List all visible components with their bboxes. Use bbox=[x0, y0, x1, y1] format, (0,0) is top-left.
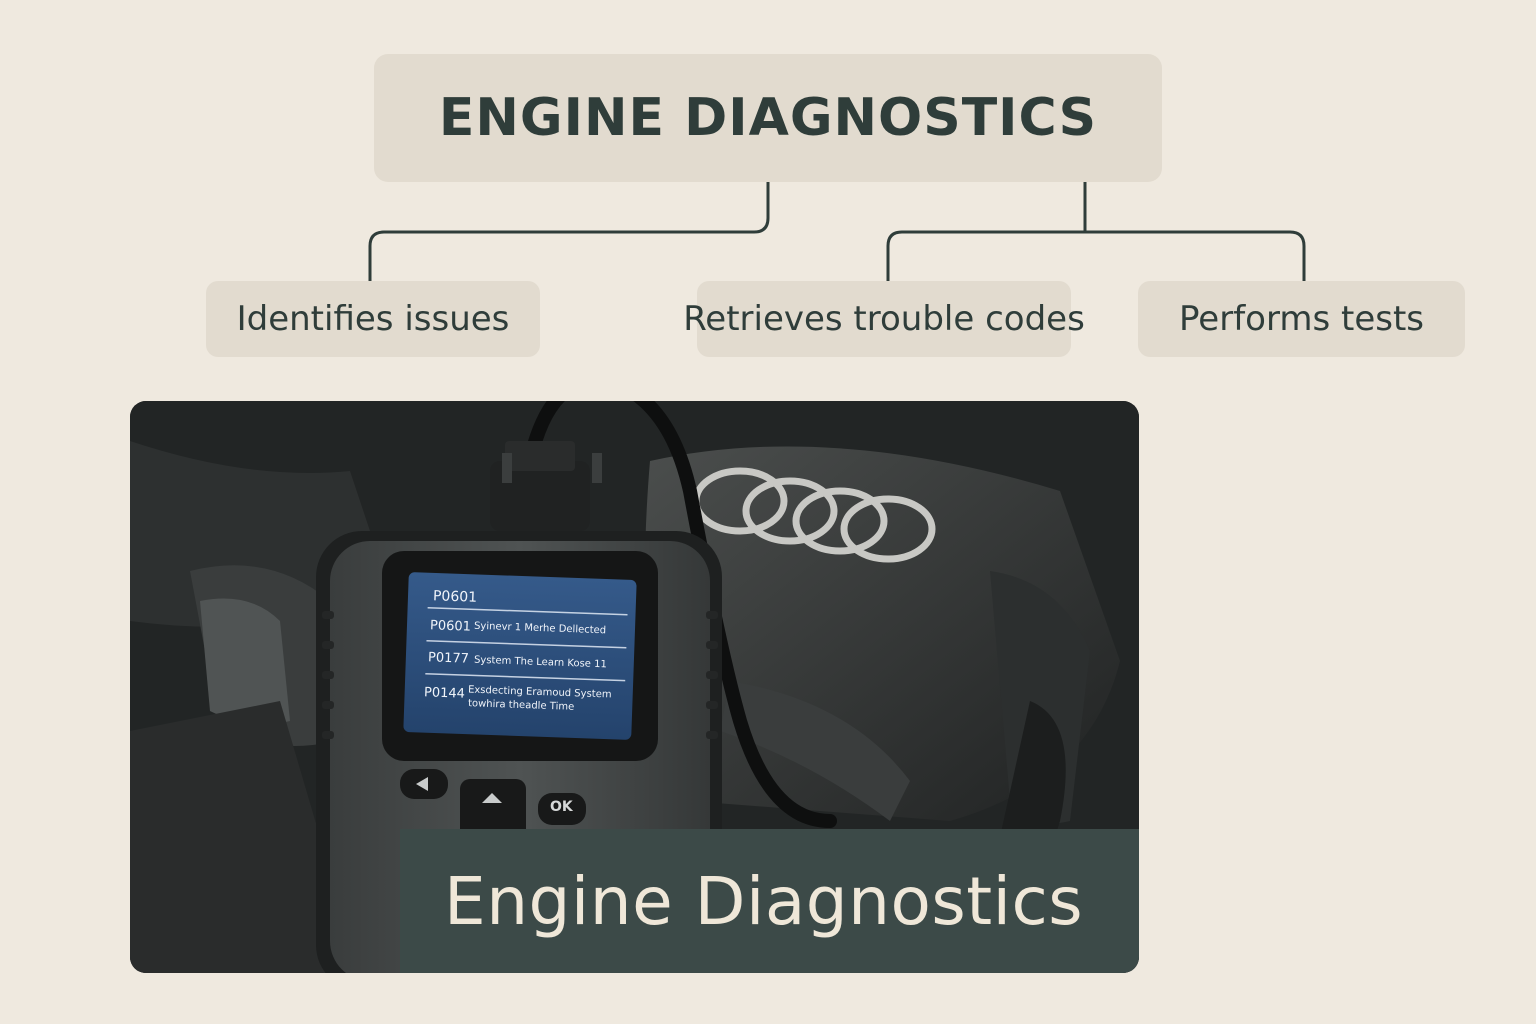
ok-button-label: OK bbox=[550, 799, 573, 815]
connector-right-branch bbox=[886, 230, 1306, 281]
screen-row-code: P0177 bbox=[427, 650, 470, 667]
child-node-label: Identifies issues bbox=[236, 299, 510, 339]
brand-rings bbox=[692, 467, 936, 563]
child-node-identifies-issues: Identifies issues bbox=[206, 281, 540, 357]
child-node-performs-tests: Performs tests bbox=[1138, 281, 1465, 357]
screen-header: P0601 bbox=[432, 588, 478, 606]
caption-box: Engine Diagnostics bbox=[400, 829, 1139, 973]
screen-row-code: P0601 bbox=[429, 618, 472, 635]
child-node-retrieves-trouble-codes: Retrieves trouble codes bbox=[683, 281, 1085, 357]
connector-left bbox=[368, 182, 770, 281]
screen-row-code: P0144 bbox=[423, 685, 466, 702]
root-node-label: ENGINE DIAGNOSTICS bbox=[438, 88, 1098, 148]
child-node-label: Retrieves trouble codes bbox=[683, 299, 1085, 339]
caption-text: Engine Diagnostics bbox=[444, 862, 1084, 940]
root-node: ENGINE DIAGNOSTICS bbox=[374, 54, 1162, 182]
child-node-label: Performs tests bbox=[1179, 299, 1424, 339]
